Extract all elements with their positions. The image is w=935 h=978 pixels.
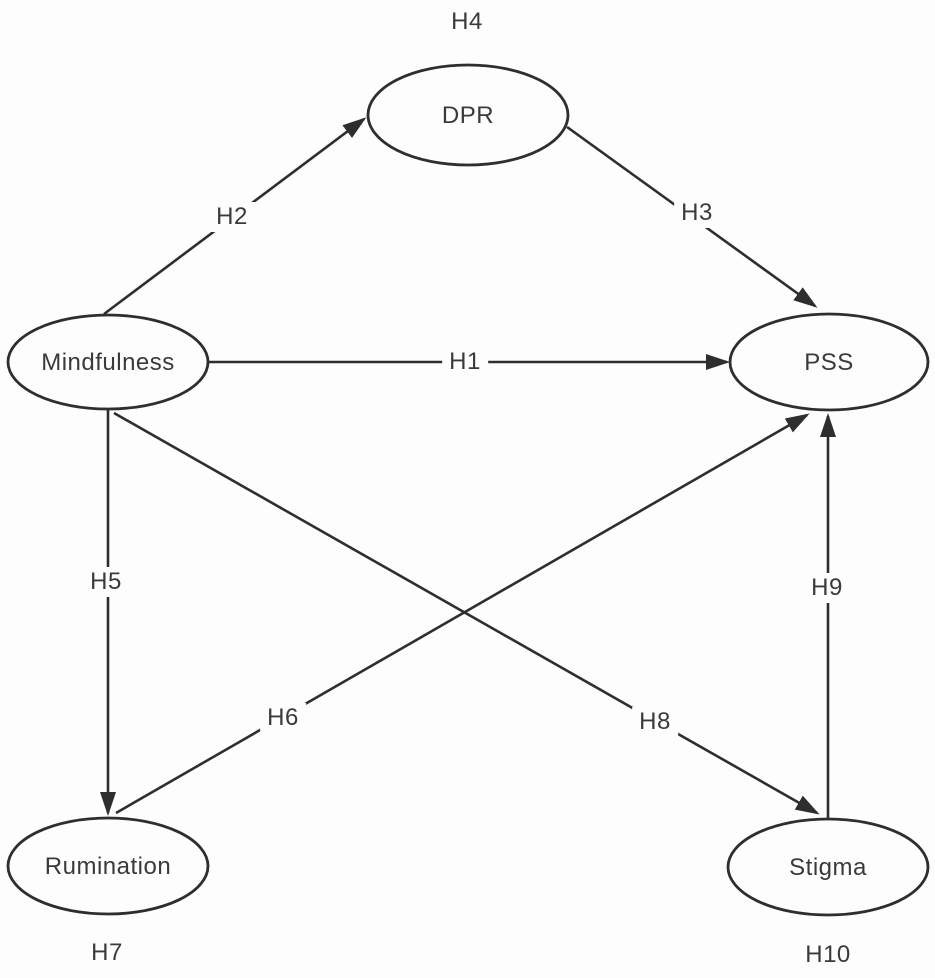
- edge-h6-rumination-to-pss: [115, 413, 810, 815]
- node-ellipse-dpr: [366, 63, 570, 167]
- node-ellipse-mindfulness: [6, 313, 210, 411]
- node-ellipse-rumination: [6, 816, 210, 916]
- edge-h8-mindfulness-to-stigma: [113, 411, 820, 815]
- edge-label-h3: H3: [674, 198, 720, 228]
- edge-label-h2: H2: [209, 202, 255, 232]
- edge-label-h6: H6: [260, 703, 306, 733]
- node-label-dpr: DPR: [441, 102, 495, 129]
- node-label-stigma: Stigma: [789, 854, 867, 881]
- annotation-label-h7: H7: [91, 939, 123, 966]
- node-label-rumination: Rumination: [44, 853, 172, 880]
- node-ellipse-stigma: [726, 817, 930, 917]
- edge-label-h9: H9: [804, 573, 850, 603]
- node-label-pss: PSS: [804, 349, 854, 376]
- node-ellipse-pss: [728, 312, 930, 412]
- node-label-mindfulness: Mindfulness: [41, 349, 175, 376]
- edge-label-h5: H5: [83, 567, 129, 597]
- edge-label-h8: H8: [632, 707, 678, 737]
- annotation-label-h10: H10: [805, 941, 851, 968]
- edge-label-h1: H1: [442, 347, 488, 377]
- annotation-label-h4: H4: [451, 8, 483, 35]
